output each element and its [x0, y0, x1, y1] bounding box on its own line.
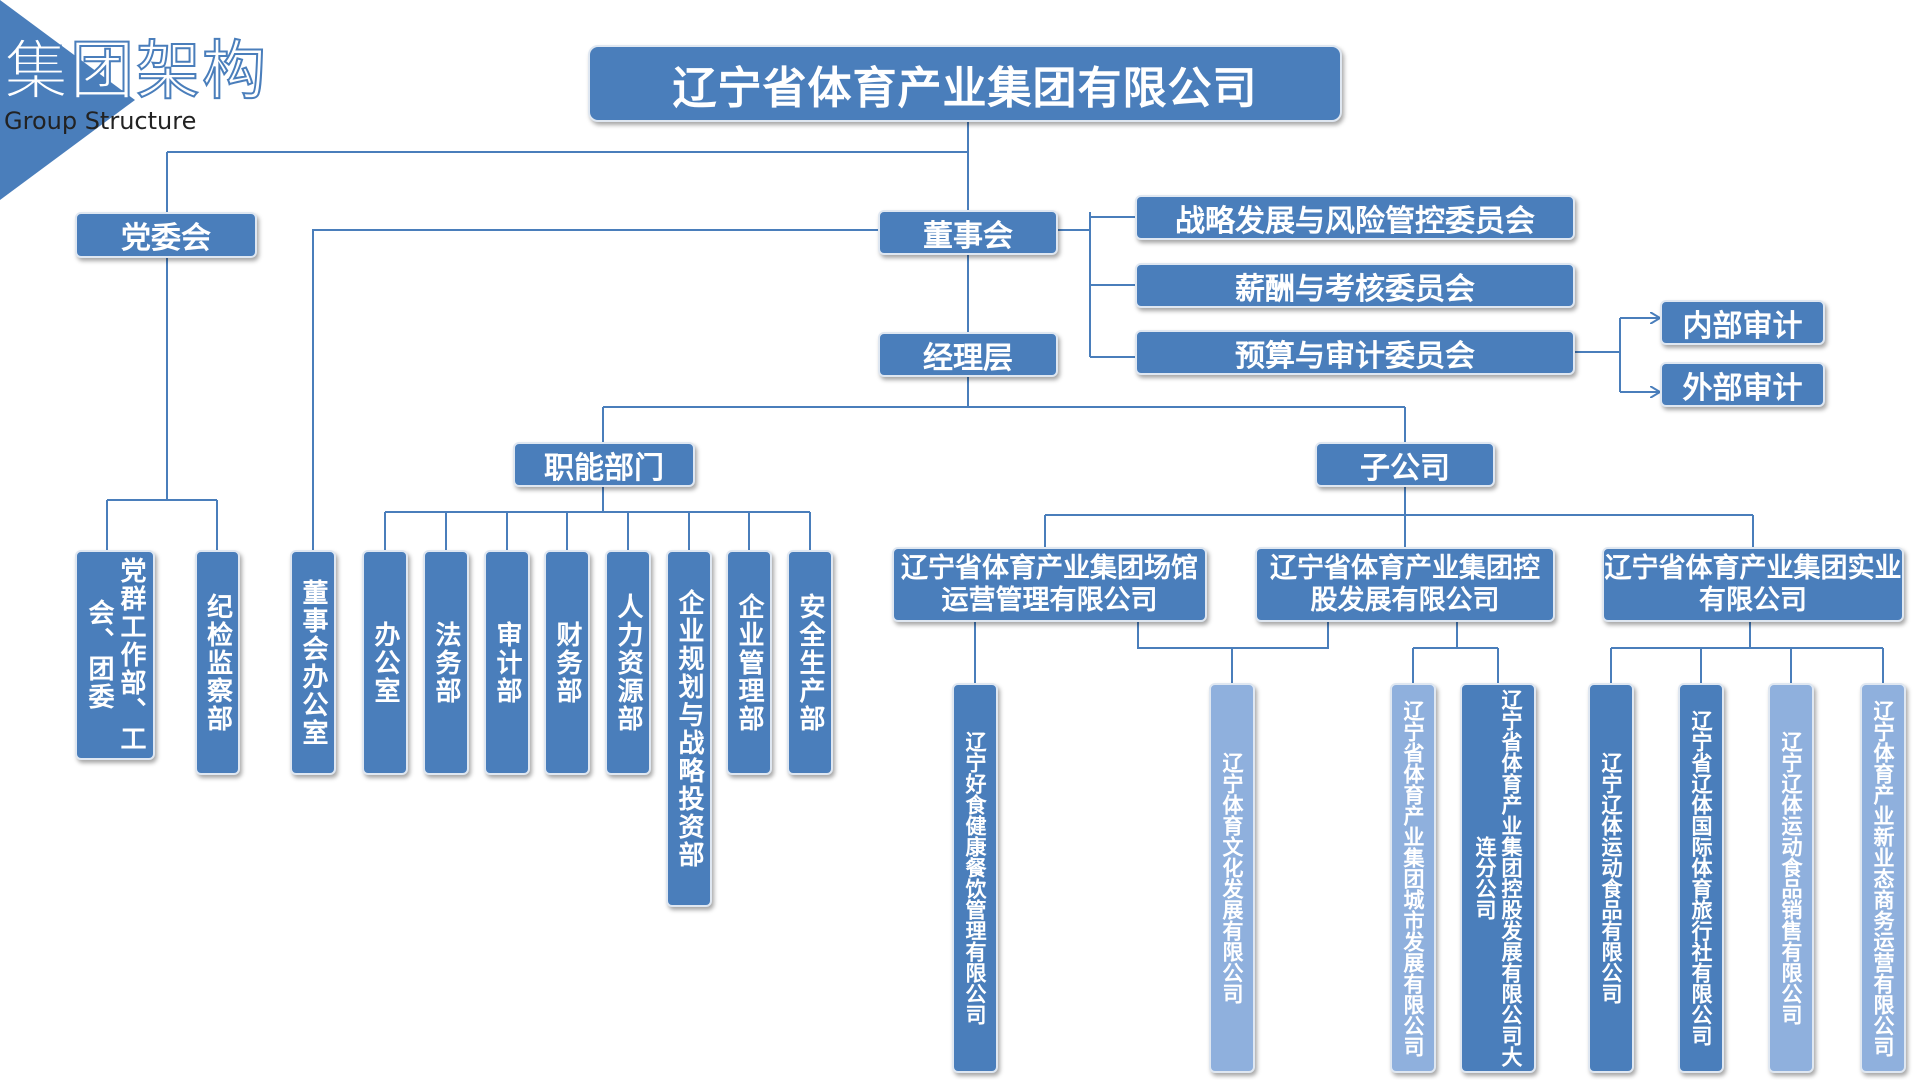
- node-committee-budget-audit: 预算与审计委员会: [1135, 330, 1575, 375]
- node-company-haoshi-catering: 辽宁好食健康餐饮管理有限公司: [952, 683, 998, 1073]
- node-dept-audit: 审计部: [484, 550, 530, 775]
- node-dept-hr: 人力资源部: [605, 550, 651, 775]
- node-company-travel-agency: 辽宁省辽体国际体育旅行社有限公司: [1678, 683, 1724, 1073]
- node-subsidiaries: 子公司: [1315, 442, 1495, 487]
- node-group-industrial: 辽宁省体育产业集团实业有限公司: [1602, 547, 1904, 622]
- node-dept-safety-production: 安全生产部: [787, 550, 833, 775]
- node-company-sports-food: 辽宁辽体运动食品有限公司: [1588, 683, 1634, 1073]
- node-dept-office: 办公室: [362, 550, 408, 775]
- node-discipline-inspection: 纪检监察部: [195, 550, 240, 775]
- header-decoration-triangle: [0, 0, 135, 200]
- node-dept-strategy-investment: 企业规划与战略投资部: [666, 550, 712, 907]
- node-dept-legal: 法务部: [423, 550, 469, 775]
- node-board-office: 董事会办公室: [290, 550, 336, 775]
- node-dept-finance: 财务部: [544, 550, 590, 775]
- node-company-urban-development: 辽宁省体育产业集团城市发展有限公司: [1390, 683, 1436, 1073]
- node-committee-strategy: 战略发展与风险管控委员会: [1135, 195, 1575, 240]
- node-company-dalian-branch: 辽宁省体育产业集团控股发展有限公司大连分公司: [1460, 683, 1536, 1073]
- node-party-committee: 党委会: [75, 212, 257, 258]
- node-party-work-department: 党群工作部、工会、团委: [75, 550, 155, 760]
- node-group-venue-operations: 辽宁省体育产业集团场馆运营管理有限公司: [892, 547, 1207, 622]
- node-functional-departments: 职能部门: [513, 442, 695, 487]
- node-committee-compensation: 薪酬与考核委员会: [1135, 263, 1575, 308]
- node-management: 经理层: [878, 332, 1058, 377]
- node-group-holding-development: 辽宁省体育产业集团控股发展有限公司: [1255, 547, 1555, 622]
- node-dept-enterprise-management: 企业管理部: [726, 550, 772, 775]
- node-board: 董事会: [878, 210, 1058, 255]
- node-top-company: 辽宁省体育产业集团有限公司: [588, 45, 1342, 122]
- node-internal-audit: 内部审计: [1660, 300, 1825, 345]
- node-external-audit: 外部审计: [1660, 362, 1825, 407]
- node-company-food-sales: 辽宁辽体运动食品销售有限公司: [1768, 683, 1814, 1073]
- page-title: 集团架构: [3, 34, 268, 110]
- node-company-new-business: 辽宁体育产业新业态商务运营有限公司: [1860, 683, 1906, 1073]
- page-subtitle: Group Structure: [4, 107, 197, 135]
- node-company-sports-culture: 辽宁体育文化发展有限公司: [1209, 683, 1255, 1073]
